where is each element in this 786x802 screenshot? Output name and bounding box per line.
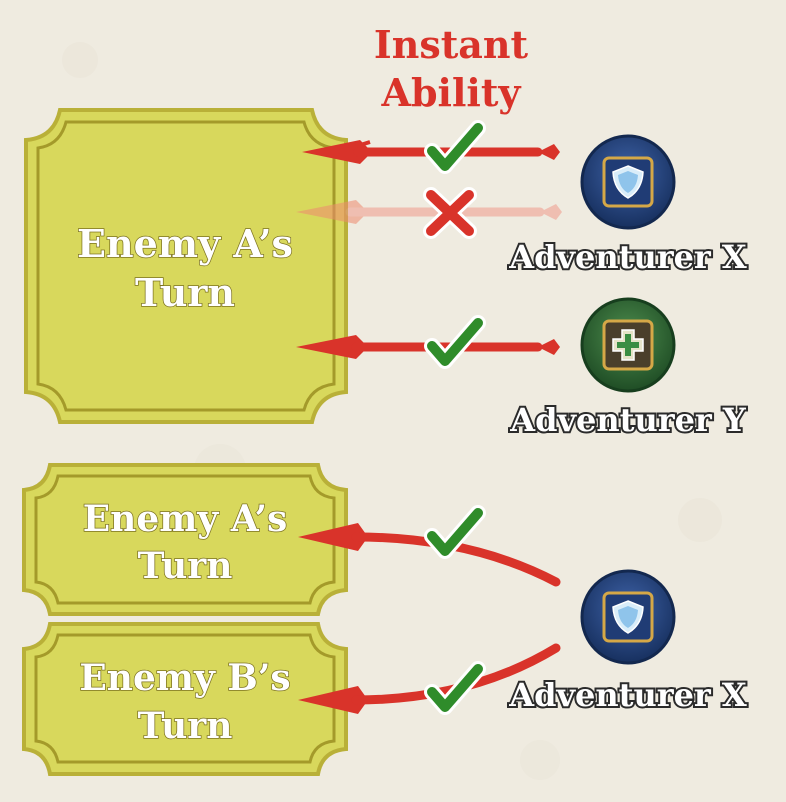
enemy-a-turn-card-middle: Enemy A’s Turn [22, 463, 348, 616]
cross-icon [423, 187, 477, 239]
title-line-1: Instant [374, 22, 529, 67]
adventurer-x-top-token: Adventurer X [506, 134, 749, 278]
shield-icon [612, 165, 644, 199]
adventurer-x-bottom-label: Adventurer X [508, 676, 747, 714]
instant-ability-title: Instant Ability [374, 22, 529, 115]
shield-icon [612, 600, 644, 634]
card-middle-line-1: Enemy A’s [83, 498, 288, 540]
card-bottom-line-1: Enemy B’s [79, 657, 290, 699]
adventurer-x-top-label: Adventurer X [508, 238, 747, 276]
check-icon [424, 661, 486, 715]
card-bottom-line-2: Turn [138, 705, 233, 747]
check-icon [424, 120, 486, 174]
enemy-a-turn-card-top: Enemy A’s Turn [24, 108, 348, 424]
arrow-allowed-x-bottom-to-a [298, 523, 561, 587]
check-icon [424, 505, 486, 559]
adventurer-x-bottom-token: Adventurer X [506, 569, 749, 716]
card-top-line-2: Turn [135, 270, 235, 315]
title-line-2: Ability [381, 70, 522, 115]
card-top-line-1: Enemy A’s [77, 221, 293, 266]
adventurer-y-label: Adventurer Y [509, 401, 747, 439]
check-icon [424, 315, 486, 369]
card-middle-line-2: Turn [138, 545, 233, 587]
enemy-b-turn-card: Enemy B’s Turn [22, 622, 348, 776]
cross-heal-icon [612, 329, 644, 361]
adventurer-y-token: Adventurer Y [507, 297, 749, 441]
